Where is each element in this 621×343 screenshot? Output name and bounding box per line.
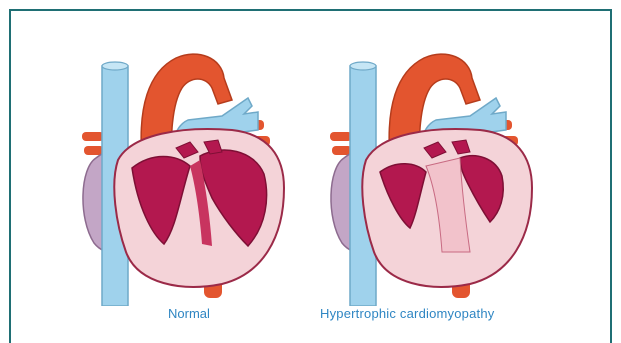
- frame-border-top: [9, 9, 612, 11]
- frame-border-right: [610, 9, 612, 343]
- normal-heart-icon: [72, 48, 302, 306]
- caption-normal: Normal: [168, 306, 210, 321]
- hypertrophic-heart-panel: [320, 48, 550, 306]
- normal-heart-panel: [72, 48, 302, 306]
- frame-border-left: [9, 9, 11, 343]
- hypertrophic-heart-icon: [320, 48, 550, 306]
- caption-hypertrophic-cardiomyopathy: Hypertrophic cardiomyopathy: [320, 306, 494, 321]
